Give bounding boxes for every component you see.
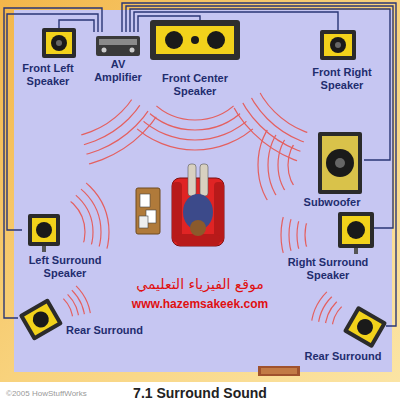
- sound-wave: [218, 0, 400, 168]
- sound-wave: [125, 0, 265, 130]
- amplifier-node: AV Amplifier: [89, 32, 147, 84]
- speaker-cabinet: [150, 20, 240, 60]
- sound-wave: [318, 283, 400, 377]
- sound-wave: [288, 125, 368, 205]
- listener-leg: [200, 164, 208, 196]
- speaker-label: Front Center Speaker: [148, 72, 242, 98]
- magazine: [139, 216, 148, 228]
- listener-leg: [188, 164, 196, 196]
- speaker-stand: [42, 246, 46, 252]
- subwoofer-node: Subwoofer: [300, 132, 364, 209]
- magazine: [140, 194, 150, 207]
- coffee-table: [136, 188, 160, 234]
- speaker-node: Front Center Speaker: [148, 20, 242, 98]
- subwoofer-cabinet: [318, 132, 362, 194]
- speaker-cone: [207, 31, 225, 49]
- figure-caption: 7.1 Surround Sound: [0, 385, 400, 401]
- sound-wave: [268, 105, 388, 225]
- sound-wave: [115, 0, 275, 140]
- speaker-face: [348, 311, 382, 343]
- speaker-label: Front Left Speaker: [12, 62, 84, 88]
- speaker-cone: [30, 309, 52, 331]
- watermark-arabic: موقع الفيزياء التعليمي: [100, 276, 300, 292]
- speaker-label: AV Amplifier: [89, 58, 147, 84]
- speaker-label: Left Surround Speaker: [22, 254, 108, 280]
- sound-wave: [258, 95, 398, 235]
- speaker-cabinet: [338, 212, 374, 248]
- speaker-face: [342, 216, 370, 244]
- amplifier-body: [96, 36, 140, 56]
- speaker-cone: [354, 316, 376, 338]
- speaker-wire: [130, 9, 390, 160]
- watermark-url: www.hazemsakeek.com: [100, 297, 300, 311]
- armchair-arm: [172, 182, 182, 242]
- speaker-face: [46, 32, 72, 54]
- sound-wave: [311, 276, 400, 384]
- listener-head: [190, 220, 206, 236]
- speaker-cone: [165, 31, 183, 49]
- speaker-wire: [7, 14, 98, 230]
- speaker-label: Front Right Speaker: [300, 66, 384, 92]
- speaker-cabinet: [320, 30, 356, 60]
- speaker-wire: [138, 16, 200, 32]
- door-panel: [261, 368, 297, 374]
- sound-wave: [0, 0, 168, 158]
- speaker-tweeter: [191, 36, 199, 44]
- door: [258, 366, 300, 376]
- speaker-cone: [36, 222, 52, 238]
- sound-wave: [0, 271, 91, 373]
- speaker-label: Subwoofer: [300, 196, 364, 209]
- speaker-node: Left Surround Speaker: [22, 214, 108, 280]
- speaker-face: [324, 34, 352, 56]
- room-wall: [0, 0, 400, 382]
- copyright-note: ©2005 HowStuffWorks: [6, 389, 116, 398]
- amplifier-knob: [102, 48, 107, 53]
- subwoofer-face: [322, 136, 358, 190]
- speaker-cone: [347, 221, 365, 239]
- speaker-face: [24, 303, 58, 335]
- speaker-stand: [354, 248, 358, 254]
- amplifier-display: [99, 39, 137, 45]
- speaker-label: Rear Surround: [300, 350, 386, 363]
- speaker-cap: [56, 40, 62, 46]
- subwoofer-cone: [326, 149, 354, 177]
- speaker-cone: [51, 35, 67, 51]
- amplifier-knob: [130, 48, 135, 53]
- sound-wave: [135, 0, 255, 120]
- sound-wave: [238, 0, 400, 148]
- speaker-cabinet: [42, 28, 76, 58]
- speaker-node: Front Right Speaker: [300, 30, 384, 92]
- speaker-face: [156, 26, 234, 54]
- speaker-node: Front Left Speaker: [12, 28, 84, 88]
- speaker-cabinet: [19, 298, 63, 341]
- armchair-arm: [214, 182, 224, 242]
- sound-wave: [248, 0, 400, 138]
- speaker-wire: [134, 12, 338, 32]
- sound-wave: [7, 289, 73, 355]
- armchair: [172, 178, 224, 246]
- speaker-cabinet: [28, 214, 60, 246]
- speaker-face: [32, 218, 56, 242]
- speaker-wire: [59, 20, 94, 32]
- sound-wave: [0, 168, 109, 296]
- sound-wave: [0, 277, 85, 367]
- speaker-cabinet: [343, 306, 387, 349]
- speaker-node: Rear Surround: [300, 308, 386, 363]
- speaker-node: Right Surround Speaker: [282, 212, 374, 282]
- sound-wave: [1, 283, 79, 361]
- speaker-wire: [126, 6, 393, 228]
- subwoofer-cap: [335, 158, 345, 168]
- speaker-label: Rear Surround: [66, 324, 152, 337]
- sound-wave: [278, 115, 378, 215]
- speaker-label: Right Surround Speaker: [282, 256, 374, 282]
- speaker-cone: [330, 37, 346, 53]
- speaker-cap: [335, 42, 341, 48]
